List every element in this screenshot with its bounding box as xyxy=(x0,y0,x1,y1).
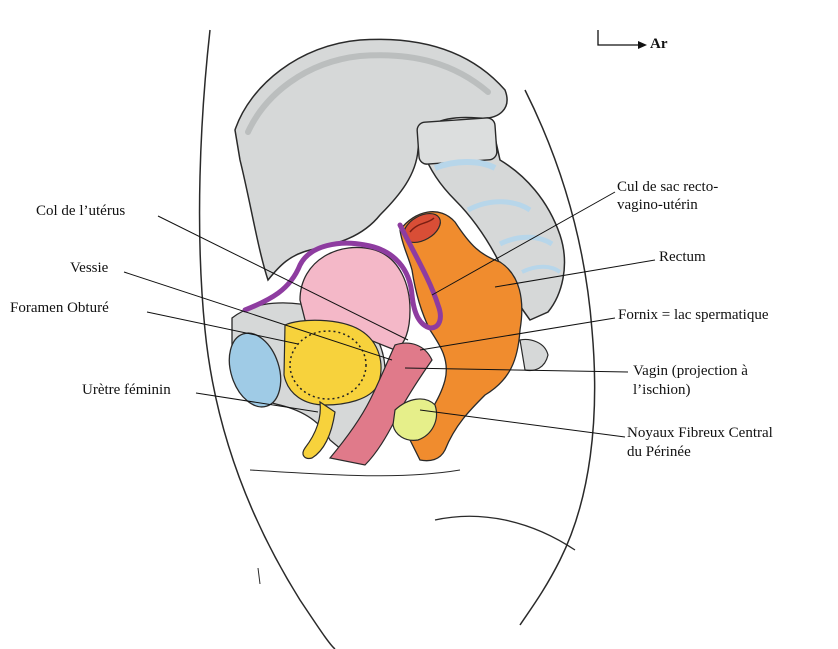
label-cul-de-sac-line1: Cul de sac recto- xyxy=(617,179,719,195)
disc-3 xyxy=(498,234,554,247)
orientation-arrow-icon xyxy=(597,30,638,46)
arrow-head-icon xyxy=(638,41,647,49)
pointer-urethra xyxy=(195,392,319,413)
pointer-vagina xyxy=(404,367,629,373)
rectum-lumen-line xyxy=(409,217,435,233)
obturator-foramen-dotted xyxy=(289,330,367,400)
pointer-cul-de-sac xyxy=(431,191,616,296)
body-contour-right xyxy=(519,89,596,626)
gluteal-fold xyxy=(434,515,576,551)
disc-1 xyxy=(433,159,497,171)
uterus-peritoneum-line xyxy=(242,222,443,331)
ischium-tuberosity xyxy=(228,332,282,408)
pointer-fornix xyxy=(419,317,616,351)
iliac-crest-shade xyxy=(245,52,491,135)
label-rectum: Rectum xyxy=(659,249,706,265)
label-bladder: Vessie xyxy=(70,260,109,276)
pointer-rectum xyxy=(494,259,656,288)
disc-4 xyxy=(521,264,562,274)
pointer-obturator xyxy=(146,311,299,345)
coccyx xyxy=(519,338,549,372)
disc-2 xyxy=(466,199,532,213)
label-vagina-line2: l’ischion) xyxy=(633,382,691,398)
label-fornix: Fornix = lac spermatique xyxy=(618,307,769,323)
pointer-bladder xyxy=(123,271,393,361)
label-urethra: Urètre féminin xyxy=(82,382,171,398)
skin-mark xyxy=(257,567,261,585)
vertebra-l5 xyxy=(416,117,498,165)
label-perineum-line1: Noyaux Fibreux Central xyxy=(627,425,773,441)
orientation-label: Ar xyxy=(650,36,668,52)
perineal-body xyxy=(392,398,438,441)
rectum-organ xyxy=(399,211,523,462)
label-cul-de-sac-line2: vagino-utérin xyxy=(617,197,698,213)
label-vagina-line1: Vagin (projection à xyxy=(633,363,748,379)
label-perineum-line2: du Périnée xyxy=(627,444,691,460)
body-contour-left xyxy=(198,29,336,649)
pointer-perineum xyxy=(419,409,626,438)
pointer-cervix xyxy=(157,215,409,341)
urethra-yellow xyxy=(302,400,336,460)
label-obturator: Foramen Obturé xyxy=(10,300,109,316)
vagina-organ xyxy=(328,342,433,466)
label-cervix: Col de l’utérus xyxy=(36,203,126,219)
thigh-contour xyxy=(249,469,461,477)
